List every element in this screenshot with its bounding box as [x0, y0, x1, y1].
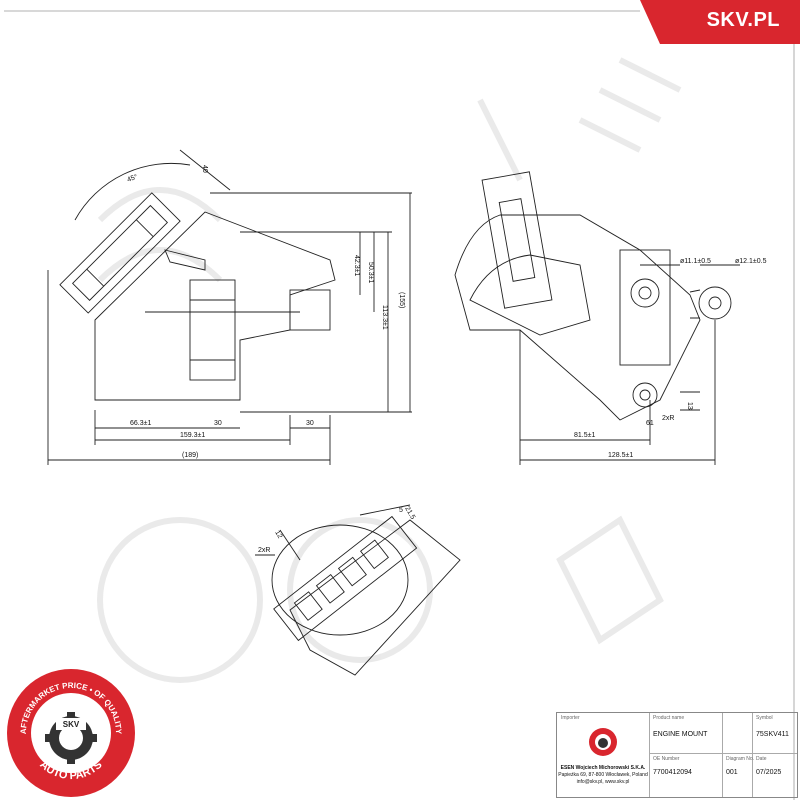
diagram-label: Diagram No. — [726, 756, 755, 762]
dim-12: 12 — [273, 530, 283, 540]
importer-company: ESEN Wojciech Michorowski S.K.A. — [560, 765, 646, 771]
dim-66-3: 66.3±1 — [130, 420, 151, 427]
dim-2xr-top: 2xR — [258, 547, 270, 554]
dim-50-3: 50.3±1 — [367, 262, 374, 283]
dim-113-3: 113.3±1 — [381, 305, 388, 330]
dim-128-5: 128.5±1 — [608, 452, 633, 459]
dim-40: 40 — [201, 165, 208, 173]
dim-13: 13 — [686, 402, 693, 410]
dim-21-5: 21.5 — [403, 506, 416, 521]
dim-d12: ø12.1±0.5 — [735, 258, 767, 265]
quality-seal: AFTERMARKET PRICE • OF QUALITY AUTO PART… — [4, 666, 138, 800]
brand-badge: SKV.PL — [630, 0, 800, 44]
dim-159-3: 159.3±1 — [180, 432, 205, 439]
importer-contact: info@skv.pl, www.skv.pl — [576, 779, 630, 785]
dim-30-a: 30 — [214, 420, 222, 427]
diagram-value: 001 — [726, 769, 738, 776]
title-block: Importer ESEN Wojciech Michorowski S.K.A… — [556, 712, 798, 798]
brand-name: SKV.PL — [706, 9, 780, 31]
dim-61: 61 — [646, 420, 654, 427]
oe-label: OE Number — [653, 756, 680, 762]
dim-5: 5 — [399, 507, 403, 514]
product-label: Product name — [653, 715, 685, 721]
dim-42-3: 42.3±1 — [353, 255, 360, 276]
dim-155: (155) — [398, 292, 405, 308]
importer-address: Papieżka 69, 87-800 Włocławek, Poland — [558, 772, 648, 778]
importer-logo — [589, 728, 617, 756]
dim-189: (189) — [182, 452, 198, 459]
watermark-logo — [97, 57, 682, 683]
symbol-value: 75SKV411 — [756, 731, 789, 738]
dim-2xr: 2xR — [662, 415, 674, 422]
dim-81-5: 81.5±1 — [574, 432, 595, 439]
dim-angle: 45° — [126, 173, 139, 184]
dim-30-b: 30 — [306, 420, 314, 427]
seal-center-text: SKV — [63, 720, 80, 729]
dim-d11: ø11.1±0.5 — [680, 258, 711, 265]
oe-value: 7700412094 — [653, 769, 692, 776]
product-value: ENGINE MOUNT — [653, 731, 708, 738]
symbol-label: Symbol — [756, 715, 773, 721]
importer-label: Importer — [561, 715, 580, 721]
date-value: 07/2025 — [756, 769, 782, 776]
date-label: Date — [756, 756, 767, 762]
